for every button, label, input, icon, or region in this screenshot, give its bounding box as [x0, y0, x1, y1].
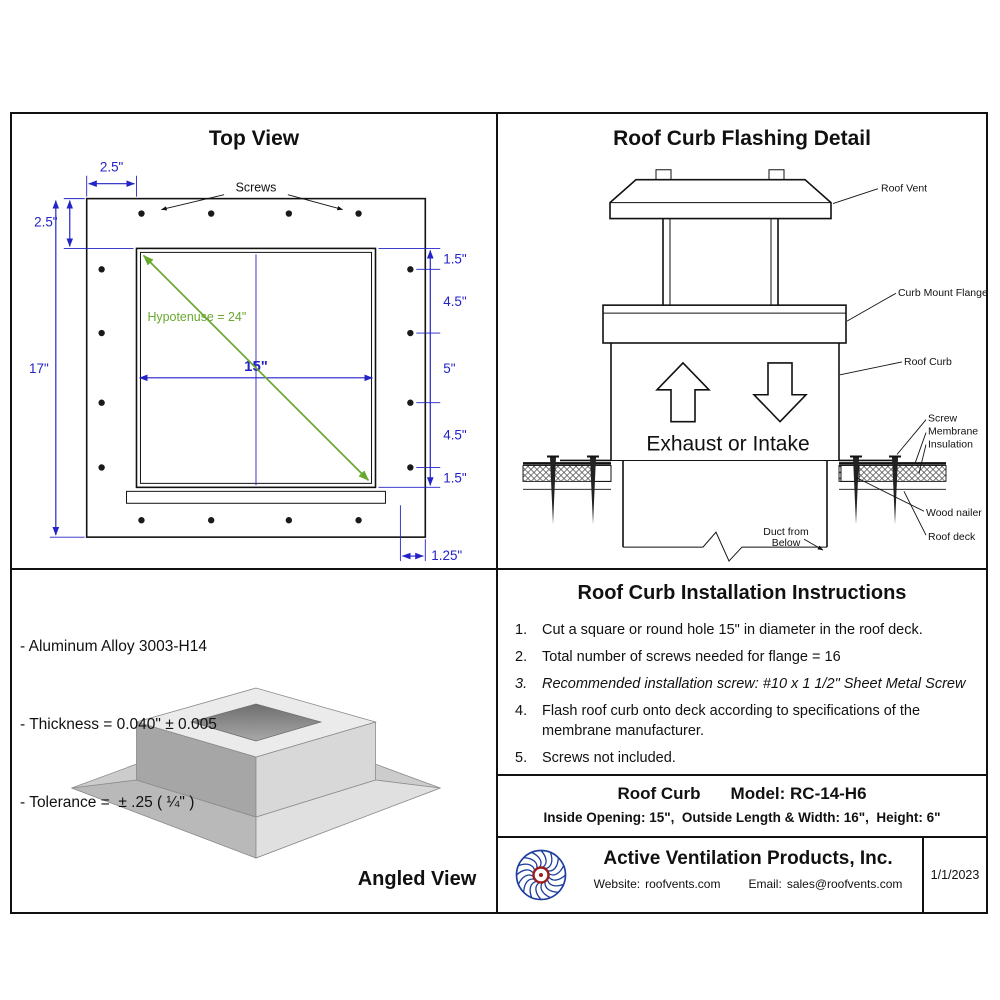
callout-roof-vent: Roof Vent — [881, 184, 927, 195]
dim-inside-opening: 15" — [138, 254, 373, 486]
callout-membrane: Membrane — [928, 427, 978, 438]
dim-bottom-right: 1.25" — [399, 505, 462, 563]
curb-3d-render — [70, 687, 442, 859]
screws-label: Screws — [236, 181, 277, 195]
dim-label-chain-1: 1.5" — [443, 251, 467, 266]
instruction-text: Recommended installation screw: #10 x 1 … — [542, 676, 966, 692]
top-view-drawing: Screws 2.5" 2.5" 17" — [29, 160, 467, 563]
instruction-number: 2. — [515, 649, 528, 665]
company-footer: Active Ventilation Products, Inc. Websit… — [498, 838, 986, 912]
airflow-arrows — [655, 361, 808, 423]
dim-label-chain-5: 1.5" — [443, 470, 467, 485]
dim-label-overall: 17" — [29, 361, 49, 376]
curb-mount-flange-shape — [602, 304, 847, 344]
instruction-text: Flash roof curb onto deck according to s… — [542, 703, 921, 739]
instruction-number: 5. — [515, 750, 528, 766]
callout-wood-nailer: Wood nailer — [926, 508, 982, 519]
website-label: Website: — [593, 877, 641, 891]
instruction-item-3: 3. Recommended installation screw: #10 x… — [512, 674, 976, 694]
duct-shape — [622, 460, 828, 562]
date-cell: 1/1/2023 — [922, 838, 986, 912]
top-view-quadrant: Screws 2.5" 2.5" 17" — [12, 114, 498, 570]
info-quadrant: Roof Curb Installation Instructions 1. C… — [498, 570, 986, 912]
instructions-list: 1. Cut a square or round hole 15" in dia… — [512, 620, 976, 775]
company-logo-icon — [515, 849, 567, 901]
product-name: Roof Curb — [617, 784, 701, 803]
hypotenuse-dimension: Hypotenuse = 24" — [142, 254, 370, 481]
dim-right-chain: 1.5" 4.5" 5" 4.5" 1.5" — [378, 247, 467, 488]
model-info-bar: Roof Curb Model: RC-14-H6 Inside Opening… — [498, 776, 986, 838]
date-value: 1/1/2023 — [930, 868, 980, 882]
spec-line-thickness: - Thickness = 0.040" ± 0.005 — [20, 716, 217, 733]
roof-curb-shape — [560, 342, 898, 462]
dim-label-chain-4: 4.5" — [443, 428, 467, 443]
instructions-title: Roof Curb Installation Instructions — [577, 582, 907, 604]
duct-label-line2: Below — [772, 538, 801, 549]
angled-view-drawing — [70, 687, 442, 859]
model-title-line: Roof Curb Model: RC-14-H6 — [498, 784, 986, 804]
flashing-detail-drawing: Exhaust or Intake — [522, 169, 986, 562]
material-specs: - Aluminum Alloy 3003-H14 - Thickness = … — [20, 582, 217, 868]
model-dimensions: Inside Opening: 15", Outside Length & Wi… — [543, 810, 941, 825]
spec-line-alloy: - Aluminum Alloy 3003-H14 — [20, 638, 207, 655]
callout-insulation: Insulation — [928, 440, 973, 451]
instruction-text: Cut a square or round hole 15" in diamet… — [542, 622, 923, 638]
flashing-detail-quadrant: Exhaust or Intake — [498, 114, 986, 570]
spec-line-tolerance: - Tolerance = ± .25 ( ¼" ) — [20, 794, 195, 811]
duct-label-line1: Duct from — [763, 527, 809, 538]
email-label: Email: — [748, 877, 782, 891]
model-number: Model: RC-14-H6 — [730, 784, 867, 803]
dim-label-flange-top: 2.5" — [100, 160, 124, 175]
dim-label-chain-3: 5" — [443, 361, 455, 376]
instruction-item-1: 1. Cut a square or round hole 15" in dia… — [512, 620, 976, 640]
dim-flange-top: 2.5" — [86, 160, 137, 197]
callout-roof-curb: Roof Curb — [904, 357, 952, 368]
fastener-screws — [547, 455, 901, 525]
spec-sheet: Screws 2.5" 2.5" 17" — [10, 112, 988, 914]
dim-flange-side: 2.5" — [34, 198, 134, 249]
footer-text: Active Ventilation Products, Inc. Websit… — [578, 838, 918, 891]
top-view-title: Top View — [208, 127, 300, 150]
airflow-label: Exhaust or Intake — [646, 433, 809, 456]
instruction-number: 4. — [515, 703, 528, 719]
instruction-item-5: 5. Screws not included. — [512, 748, 976, 768]
screws-callout: Screws — [161, 181, 343, 211]
flashing-detail-title: Roof Curb Flashing Detail — [613, 127, 871, 150]
installation-instructions: Roof Curb Installation Instructions 1. C… — [498, 570, 986, 776]
exhaust-up-arrow-icon — [655, 361, 711, 423]
company-name: Active Ventilation Products, Inc. — [603, 848, 893, 869]
intake-down-arrow-icon — [752, 362, 808, 423]
callout-screw: Screw — [928, 414, 958, 425]
hypotenuse-label: Hypotenuse = 24" — [147, 310, 246, 324]
instruction-number: 3. — [515, 676, 528, 692]
callout-curb-mount-flange: Curb Mount Flange — [898, 288, 986, 299]
dim-overall-height: 17" — [29, 200, 85, 538]
dim-label-chain-2: 4.5" — [443, 294, 467, 309]
callouts: Roof Vent Curb Mount Flange Roof Curb Sc… — [832, 184, 986, 543]
curb-outline — [85, 197, 427, 538]
roof-deck-layers — [522, 462, 947, 490]
instruction-number: 1. — [515, 622, 528, 638]
dim-label-flange-side: 2.5" — [34, 215, 58, 230]
instruction-text: Screws not included. — [542, 750, 676, 766]
website-value: roofvents.com — [645, 877, 721, 891]
duct-callout: Duct from Below — [763, 527, 824, 551]
contact-line: Website: roofvents.com Email: sales@roofven… — [578, 877, 918, 891]
angled-view-label: Angled View — [357, 868, 477, 890]
email-value: sales@roofvents.com — [786, 877, 903, 891]
screw-holes — [98, 210, 414, 524]
instruction-item-2: 2. Total number of screws needed for fla… — [512, 647, 976, 667]
instruction-item-4: 4. Flash roof curb onto deck according t… — [512, 701, 976, 741]
callout-roof-deck: Roof deck — [928, 532, 976, 543]
angled-view-quadrant: - Aluminum Alloy 3003-H14 - Thickness = … — [12, 570, 498, 912]
roof-vent-shape — [609, 169, 832, 306]
dim-label-bottom-right: 1.25" — [431, 548, 462, 563]
instruction-text: Total number of screws needed for flange… — [542, 649, 841, 665]
